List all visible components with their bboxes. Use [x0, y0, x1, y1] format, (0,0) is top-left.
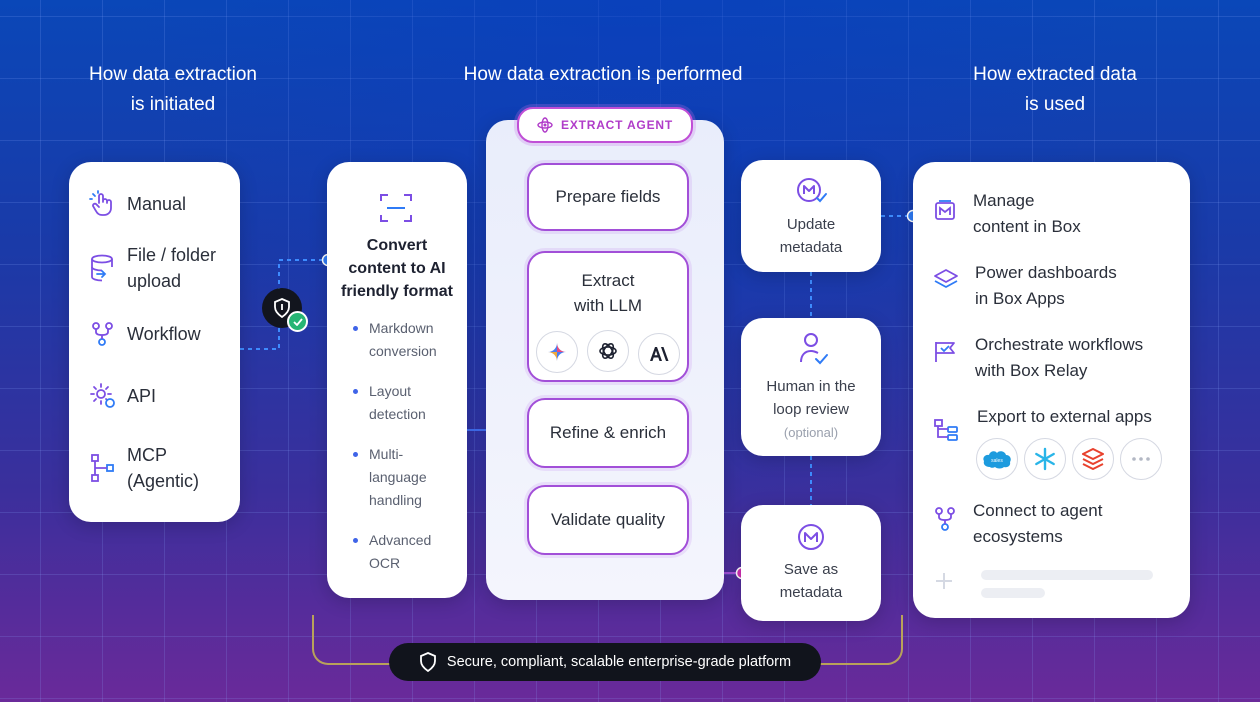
anthropic-icon [637, 333, 680, 375]
use-export-apps[interactable]: Export to external apps [933, 404, 1152, 442]
relay-flag-icon [933, 340, 959, 364]
step-refine-enrich[interactable]: Refine & enrich [527, 398, 689, 468]
step-extract-llm[interactable]: Extract with LLM [527, 251, 689, 382]
step-validate-quality[interactable]: Validate quality [527, 485, 689, 555]
use-label: Export to external apps [977, 407, 1152, 426]
placeholder-line [981, 570, 1153, 580]
extract-agent-label: EXTRACT AGENT [561, 118, 673, 132]
step-label: with LLM [573, 296, 643, 315]
shield-icon [419, 652, 437, 672]
box-metadata-icon [933, 198, 957, 222]
gemini-icon [536, 331, 579, 373]
step-prepare-fields[interactable]: Prepare fields [527, 163, 689, 231]
more-icon[interactable] [1120, 438, 1162, 480]
save-metadata-card[interactable]: Save as metadata [741, 505, 881, 621]
source-api[interactable]: API [89, 382, 156, 410]
source-mcp[interactable]: MCP(Agentic) [89, 442, 199, 494]
export-app-logos: sales [976, 438, 1168, 480]
human-review-card[interactable]: Human in the loop review (optional) [741, 318, 881, 456]
svg-text:sales: sales [991, 458, 1003, 464]
scan-icon [379, 192, 413, 224]
layers-icon [933, 268, 959, 292]
workflow-branch-icon [89, 320, 117, 348]
databricks-icon[interactable] [1072, 438, 1114, 480]
update-metadata-card[interactable]: Update metadata [741, 160, 881, 272]
export-tree-icon [933, 418, 959, 442]
heading-used: How extracted data is used [973, 64, 1137, 115]
user-check-icon [799, 332, 829, 366]
extract-agent-badge: EXTRACT AGENT [517, 107, 693, 143]
heading-initiated: How data extraction is initiated [89, 64, 257, 115]
step-label: Extract [581, 271, 635, 290]
source-label: API [127, 386, 157, 406]
optional-label: (optional) [783, 425, 839, 440]
check-badge-icon [287, 311, 308, 332]
card-label: metadata [779, 239, 843, 256]
source-label: MCP(Agentic) [127, 445, 200, 491]
card-label: loop review [773, 401, 849, 418]
heading-performed: How data extraction is performed [463, 64, 743, 85]
card-label: Human in the [766, 378, 856, 395]
api-gear-icon [89, 382, 117, 410]
llm-logos [529, 330, 687, 375]
card-label: Save as [783, 561, 839, 578]
atom-icon [537, 117, 553, 133]
plus-icon [935, 572, 953, 590]
metadata-icon [797, 523, 825, 551]
card-label: Update [786, 216, 836, 233]
hand-pointer-icon [89, 190, 117, 218]
source-workflow[interactable]: Workflow [89, 320, 201, 348]
salesforce-icon[interactable]: sales [976, 438, 1018, 480]
placeholder-line [981, 588, 1045, 598]
convert-card: Convert content to AI friendly format Ma… [327, 162, 467, 598]
openai-icon [587, 330, 629, 372]
footer-label: Secure, compliant, scalable enterprise-g… [446, 654, 792, 670]
mcp-nodes-icon [89, 453, 117, 483]
snowflake-icon[interactable] [1024, 438, 1066, 480]
source-label: Manual [127, 194, 187, 214]
card-label: metadata [779, 584, 843, 601]
source-manual[interactable]: Manual [89, 190, 186, 218]
convert-title: Convert content to AI friendly format [340, 237, 453, 300]
security-shield-icon [262, 288, 308, 332]
metadata-check-icon [796, 176, 828, 206]
agent-branch-icon [933, 506, 957, 532]
source-label: Workflow [127, 324, 201, 344]
platform-footer: Secure, compliant, scalable enterprise-g… [389, 643, 821, 681]
database-upload-icon [89, 253, 117, 283]
